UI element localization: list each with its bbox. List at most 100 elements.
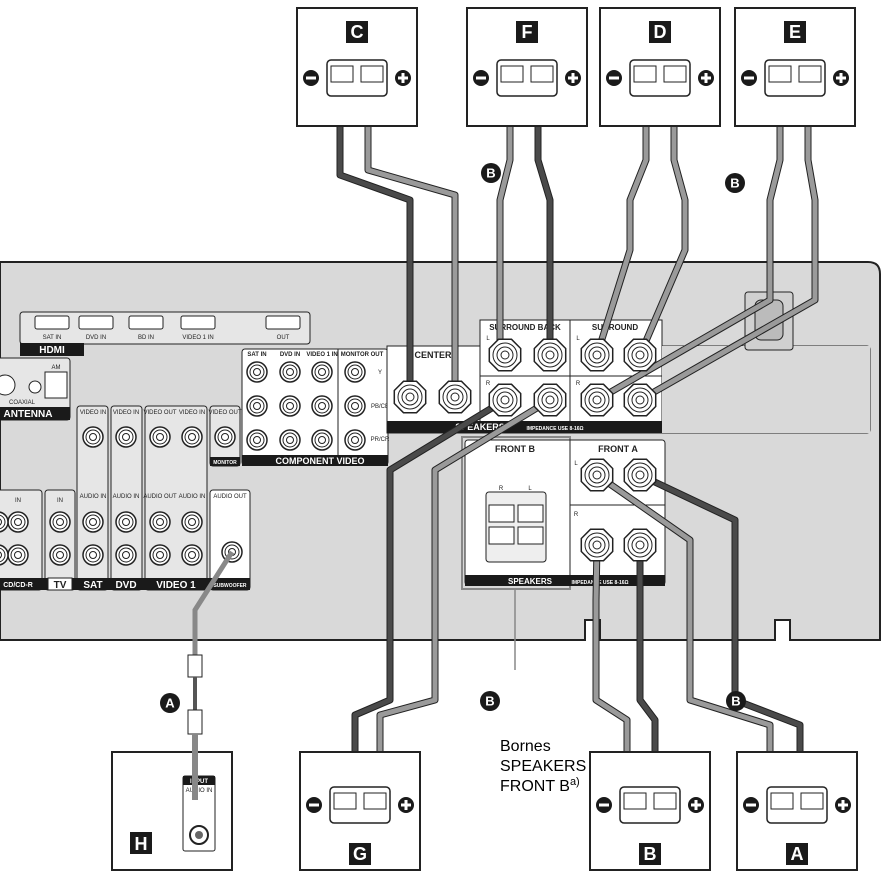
rca-jack[interactable] xyxy=(0,511,9,533)
speaker-wire xyxy=(497,110,513,355)
rca-jack[interactable] xyxy=(181,511,203,533)
video1-audio-out: AUDIO OUT xyxy=(143,494,177,500)
svg-text:B: B xyxy=(486,166,495,181)
subwoofer-cable xyxy=(187,550,235,800)
sur-l: L xyxy=(576,336,580,342)
rca-jack[interactable] xyxy=(149,511,171,533)
speakers-band-lower: SPEAKERS xyxy=(508,577,553,586)
box-letter: B xyxy=(644,844,657,864)
rca-jack[interactable] xyxy=(7,544,29,566)
sat-label: SAT xyxy=(83,580,102,591)
speaker-terminal[interactable] xyxy=(623,338,657,372)
speakers-lower-section: FRONT B FRONT A L R R L SPEAKERS IMPEDAN… xyxy=(461,436,666,590)
video1-video-in: VIDEO IN xyxy=(179,410,205,416)
hdmi-port-label: BD IN xyxy=(138,335,154,341)
sb-l: L xyxy=(486,336,490,342)
speaker-box: C xyxy=(296,7,418,127)
rca-jack[interactable] xyxy=(181,426,203,448)
speaker-wire xyxy=(365,110,458,395)
cv-dvd-in: DVD IN xyxy=(280,352,300,358)
speaker-terminal[interactable] xyxy=(580,458,614,492)
box-letter: F xyxy=(522,22,533,42)
rca-jack[interactable] xyxy=(7,511,29,533)
hdmi-port[interactable] xyxy=(265,315,301,330)
cd-in: IN xyxy=(15,498,21,504)
rca-jack[interactable] xyxy=(181,544,203,566)
rca-jack[interactable] xyxy=(311,429,333,451)
rca-jack[interactable] xyxy=(344,429,366,451)
rca-jack[interactable] xyxy=(246,395,268,417)
rca-jack[interactable] xyxy=(115,544,137,566)
dvd-label: DVD xyxy=(115,580,136,591)
rca-jack[interactable] xyxy=(0,544,9,566)
cv-row-pr: PR/CR xyxy=(371,437,390,443)
rca-jack[interactable] xyxy=(279,429,301,451)
callout-line3: FRONT Ba) xyxy=(500,776,580,795)
rca-jack[interactable] xyxy=(115,511,137,533)
rca-jack[interactable] xyxy=(115,426,137,448)
cable-marker: B xyxy=(726,691,746,711)
speaker-box: G xyxy=(299,751,421,871)
hdmi-port[interactable] xyxy=(34,315,70,330)
rca-jack[interactable] xyxy=(49,544,71,566)
speaker-terminal[interactable] xyxy=(623,458,657,492)
rca-jack[interactable] xyxy=(311,361,333,383)
video1-video-out: VIDEO OUT xyxy=(143,410,176,416)
cd-label: CD/CD-R xyxy=(3,582,33,589)
tv-label: TV xyxy=(54,580,67,591)
rca-jack[interactable] xyxy=(149,426,171,448)
hdmi-label: HDMI xyxy=(39,345,65,356)
dvd-video-in: VIDEO IN xyxy=(113,410,139,416)
hdmi-port-label: VIDEO 1 IN xyxy=(182,335,213,341)
rca-jack[interactable] xyxy=(246,429,268,451)
speaker-terminal[interactable] xyxy=(580,383,614,417)
hdmi-port[interactable] xyxy=(78,315,114,330)
rca-jack[interactable] xyxy=(149,544,171,566)
fa-l: L xyxy=(574,461,578,467)
impedance-upper: IMPEDANCE USE 8-16Ω xyxy=(526,426,583,432)
speaker-terminal[interactable] xyxy=(580,338,614,372)
rca-jack[interactable] xyxy=(344,395,366,417)
speaker-wire xyxy=(637,545,658,805)
hdmi-port[interactable] xyxy=(180,315,216,330)
svg-text:A: A xyxy=(165,696,175,711)
box-letter-h: H xyxy=(135,834,148,854)
antenna-section: AM COAXIAL ANTENNA xyxy=(0,357,71,421)
speaker-terminal[interactable] xyxy=(533,383,567,417)
antenna-label: ANTENNA xyxy=(4,409,53,420)
callout-line2: SPEAKERS xyxy=(500,758,586,775)
speaker-terminal[interactable] xyxy=(488,383,522,417)
hdmi-port-label: SAT IN xyxy=(43,335,62,341)
callout-line1: Bornes xyxy=(500,738,551,755)
rca-jack[interactable] xyxy=(279,361,301,383)
speaker-terminal[interactable] xyxy=(393,380,427,414)
component-video-label: COMPONENT VIDEO xyxy=(275,456,364,466)
rca-jack[interactable] xyxy=(311,395,333,417)
rca-jack[interactable] xyxy=(82,511,104,533)
hdmi-port[interactable] xyxy=(128,315,164,330)
box-letter: A xyxy=(791,844,804,864)
subwoofer-label: SUBWOOFER xyxy=(213,583,246,589)
speaker-box: B xyxy=(589,751,711,871)
am-label: AM xyxy=(52,365,61,371)
rca-jack[interactable] xyxy=(344,361,366,383)
svg-text:B: B xyxy=(731,694,740,709)
rca-jack[interactable] xyxy=(82,426,104,448)
speaker-terminal[interactable] xyxy=(623,528,657,562)
rca-jack[interactable] xyxy=(214,426,236,448)
rca-jack[interactable] xyxy=(246,361,268,383)
hdmi-section: SAT IN DVD IN BD IN VIDEO 1 IN OUT HDMI xyxy=(19,311,311,356)
rca-jack[interactable] xyxy=(279,395,301,417)
speaker-terminal[interactable] xyxy=(580,528,614,562)
sat-video-in: VIDEO IN xyxy=(80,410,106,416)
cv-video1-in: VIDEO 1 IN xyxy=(306,352,337,358)
speaker-terminal[interactable] xyxy=(438,380,472,414)
surround-label: SURROUND xyxy=(592,323,638,332)
speaker-terminal[interactable] xyxy=(623,383,657,417)
hdmi-port-label: OUT xyxy=(277,335,290,341)
rca-jack[interactable] xyxy=(49,511,71,533)
speaker-terminal[interactable] xyxy=(533,338,567,372)
rca-jack[interactable] xyxy=(82,544,104,566)
speaker-terminal[interactable] xyxy=(488,338,522,372)
